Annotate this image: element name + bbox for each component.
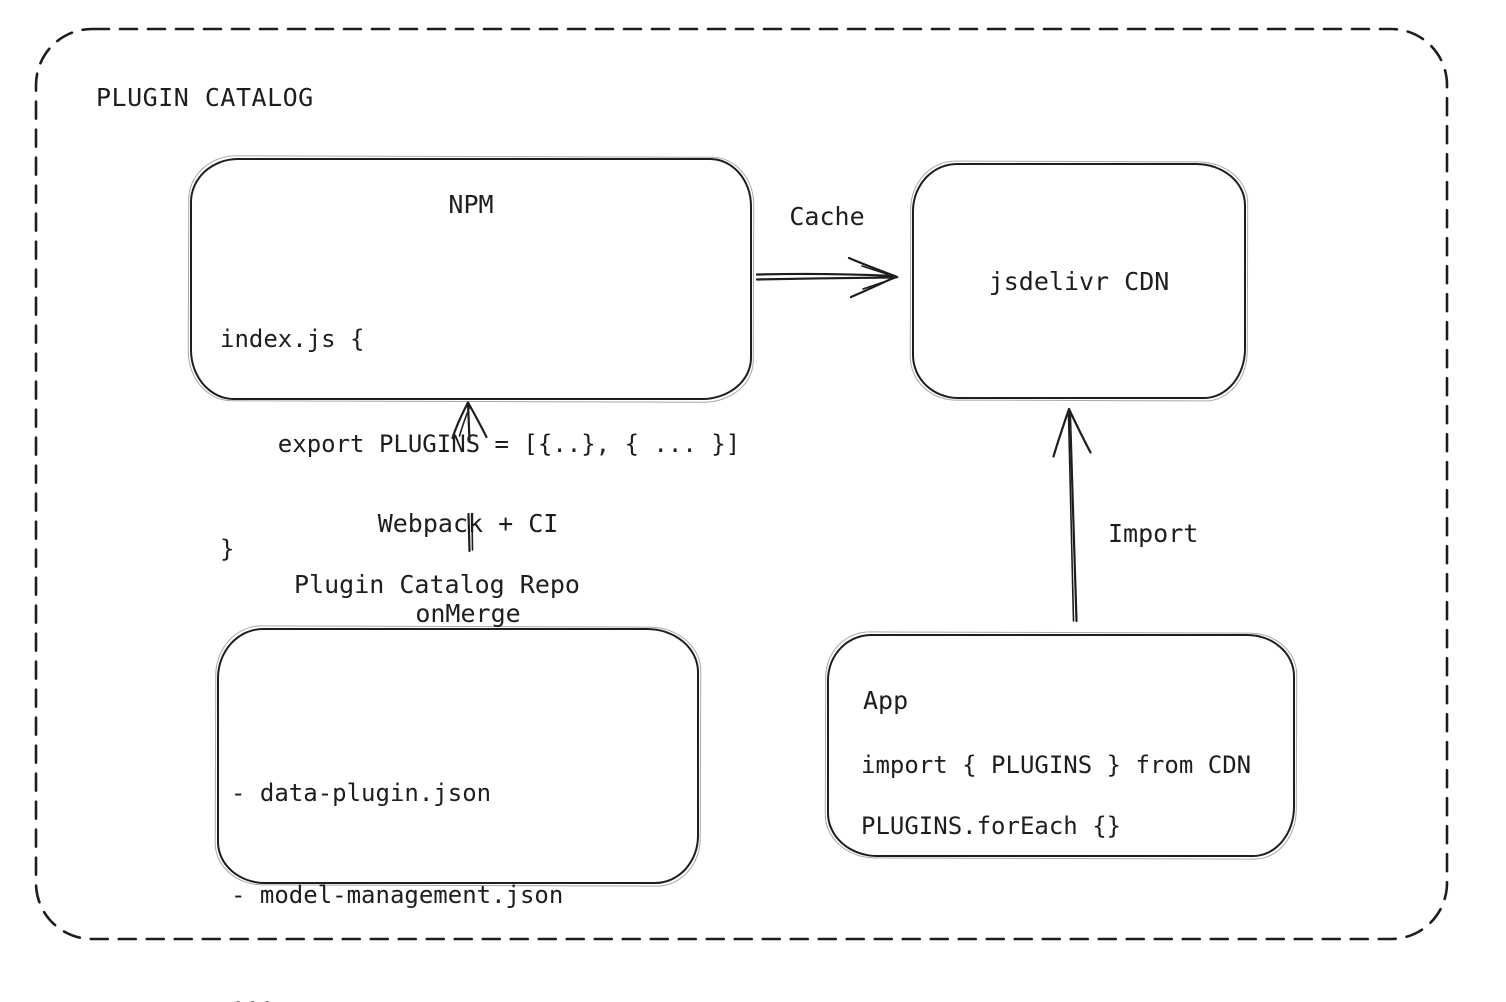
repo-item: - data-plugin.json	[231, 779, 492, 807]
app-node-title: App	[863, 686, 909, 715]
import-arrow	[1052, 407, 1092, 623]
app-code-line: import { PLUGINS } from CDN	[861, 751, 1252, 779]
plugin-catalog-boundary	[34, 27, 1449, 941]
app-node: App import { PLUGINS } from CDN PLUGINS.…	[827, 634, 1295, 857]
npm-code-line: export PLUGINS = [{..}, { ... }]	[220, 430, 741, 458]
import-arrow-label: Import	[1108, 519, 1199, 548]
cache-arrow	[755, 256, 899, 299]
repo-item: ...	[231, 983, 275, 1002]
cache-arrow-label: Cache	[789, 202, 865, 231]
npm-node: NPM index.js { export PLUGINS = [{..}, {…	[190, 158, 752, 563]
cdn-node: jsdelivr CDN	[912, 163, 1246, 399]
plugin-catalog-title: PLUGIN CATALOG	[96, 83, 314, 112]
build-arrow-label-line: Webpack + CI	[377, 509, 559, 538]
build-arrow-label-line: onMerge	[415, 599, 521, 628]
build-arrow-label: Webpack + CI onMerge	[358, 449, 578, 689]
app-code-line: PLUGINS.forEach {}	[861, 812, 1122, 840]
npm-node-title: NPM	[448, 190, 494, 219]
build-arrow	[451, 401, 488, 553]
repo-node-label: Plugin Catalog Repo	[294, 570, 580, 599]
repo-file-list: - data-plugin.json - model-management.js…	[231, 708, 563, 1002]
npm-code-line: index.js {	[220, 325, 365, 353]
cdn-node-label: jsdelivr CDN	[988, 266, 1170, 296]
repo-item: - model-management.json	[231, 881, 564, 909]
npm-code-line: }	[220, 535, 235, 563]
repo-node: - data-plugin.json - model-management.js…	[217, 628, 699, 1002]
npm-code-block: index.js { export PLUGINS = [{..}, { ...…	[220, 252, 740, 637]
